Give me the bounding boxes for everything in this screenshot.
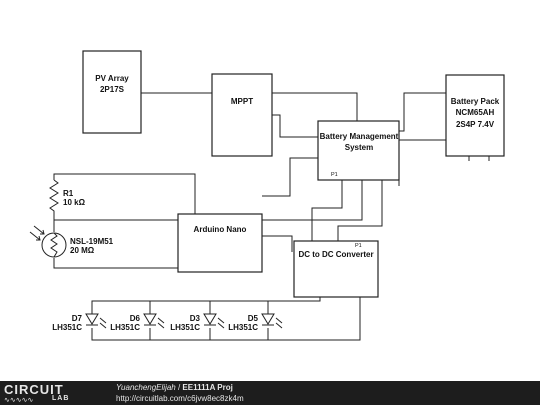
- logo-wordmark-bottom: LAB: [52, 395, 70, 402]
- emission-arrows-icon: [275, 317, 283, 329]
- schematic-diagram: PV Array 2P17S MPPT Battery Management S…: [29, 50, 505, 341]
- bms-pin-label: P1: [331, 172, 338, 178]
- led-d6[interactable]: D6 LH351C: [110, 313, 165, 332]
- emission-arrows-icon: [217, 317, 225, 329]
- project-name[interactable]: EE1111A Proj: [182, 383, 233, 392]
- author-name[interactable]: YuanchengElijah: [116, 383, 176, 392]
- photoresistor-ldr[interactable]: NSL-19M51 20 MΩ: [29, 225, 114, 258]
- pv-array-block[interactable]: PV Array 2P17S: [82, 50, 142, 134]
- battery-pack-label: Battery Pack: [451, 97, 500, 106]
- ldr-value: 20 MΩ: [70, 246, 95, 255]
- wires: [53, 92, 490, 341]
- project-url[interactable]: http://circuitlab.com/c6jvw8ec8zk4m: [116, 394, 244, 403]
- led-d3-part: LH351C: [170, 323, 200, 332]
- led-d3[interactable]: D3 LH351C: [170, 313, 225, 332]
- led-d5-ref: D5: [248, 314, 259, 323]
- ldr-ref: NSL-19M51: [70, 237, 114, 246]
- led-d5-part: LH351C: [228, 323, 258, 332]
- resistor-r1[interactable]: R1 10 kΩ: [49, 179, 86, 214]
- arduino-nano-block[interactable]: Arduino Nano: [177, 213, 263, 273]
- battery-pack-config: 2S4P 7.4V: [456, 120, 495, 129]
- light-arrows-icon: [29, 225, 45, 241]
- bms-label-line2: System: [345, 143, 373, 152]
- pv-array-config: 2P17S: [100, 85, 125, 94]
- mppt-label: MPPT: [231, 97, 253, 106]
- r1-value: 10 kΩ: [63, 198, 86, 207]
- arduino-nano-label: Arduino Nano: [194, 225, 247, 234]
- project-credit: YuanchengElijah / EE1111A Proj: [116, 383, 233, 393]
- emission-arrows-icon: [157, 317, 165, 329]
- logo-wordmark-top: CIRCUIT: [4, 382, 64, 397]
- led-d3-ref: D3: [190, 314, 201, 323]
- waveform-icon: ∿∿∿∿∿: [4, 397, 34, 404]
- led-d7[interactable]: D7 LH351C: [52, 313, 107, 332]
- emission-arrows-icon: [99, 317, 107, 329]
- led-d6-ref: D6: [130, 314, 141, 323]
- dcdc-converter-block[interactable]: P1 DC to DC Converter: [293, 240, 379, 298]
- circuitlab-logo[interactable]: CIRCUIT ∿∿∿∿∿ LAB: [4, 383, 92, 404]
- dcdc-pin-label: P1: [355, 243, 362, 249]
- pv-array-label: PV Array: [95, 74, 129, 83]
- credit-separator: /: [175, 383, 183, 392]
- dcdc-converter-label: DC to DC Converter: [298, 250, 373, 259]
- led-d7-part: LH351C: [52, 323, 82, 332]
- battery-pack-chemistry: NCM65AH: [456, 108, 495, 117]
- battery-pack-block[interactable]: Battery Pack NCM65AH 2S4P 7.4V: [445, 74, 505, 157]
- bms-block[interactable]: Battery Management System P1: [317, 120, 400, 181]
- bms-label-line1: Battery Management: [320, 132, 399, 141]
- mppt-block[interactable]: MPPT: [211, 73, 273, 157]
- led-d6-part: LH351C: [110, 323, 140, 332]
- r1-ref: R1: [63, 189, 74, 198]
- led-d7-ref: D7: [72, 314, 83, 323]
- footer-bar: CIRCUIT ∿∿∿∿∿ LAB YuanchengElijah / EE11…: [0, 381, 540, 405]
- led-d5[interactable]: D5 LH351C: [228, 313, 283, 332]
